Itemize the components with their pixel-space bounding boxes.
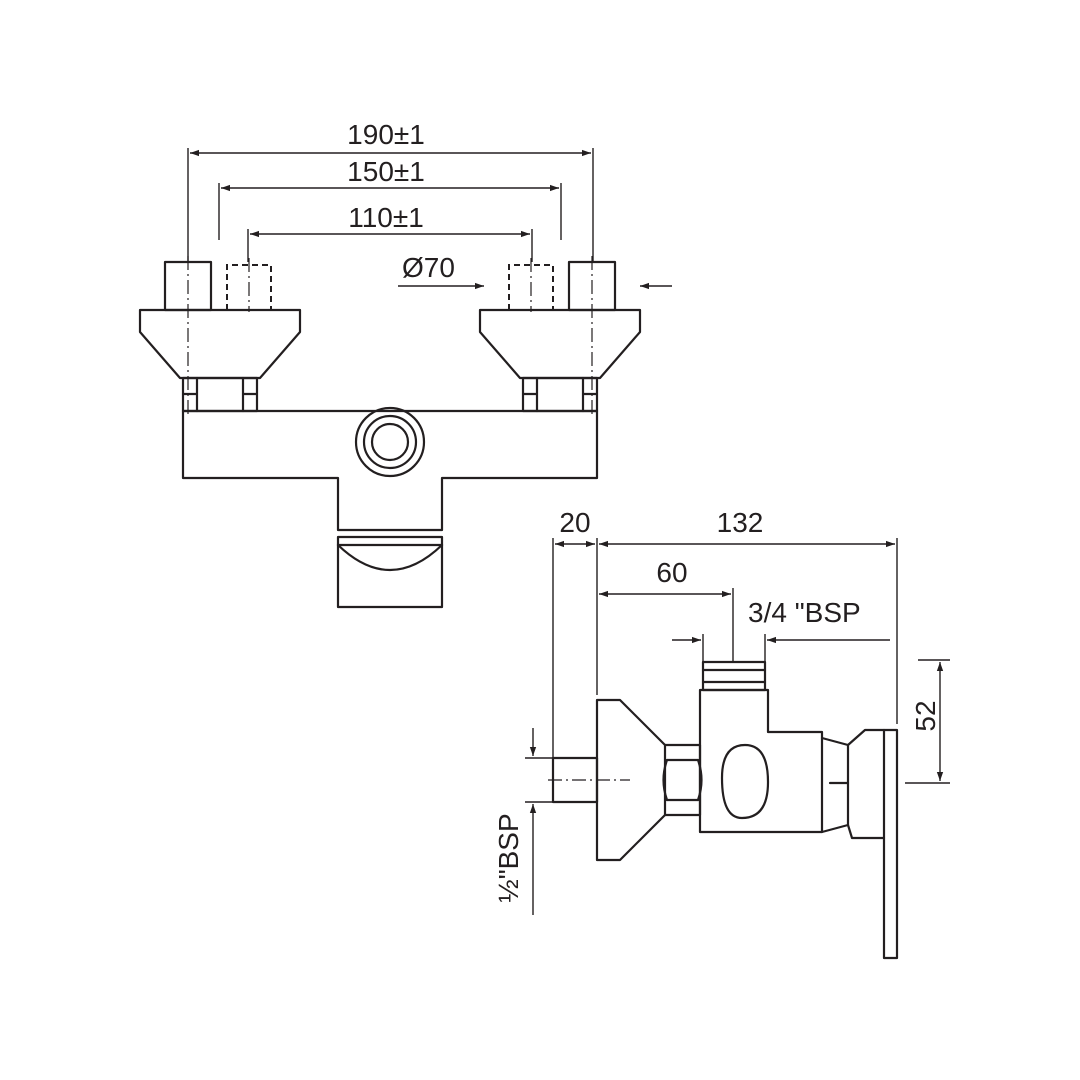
dimension-outlet-offset: 60 bbox=[599, 557, 734, 662]
dimension-label-60: 60 bbox=[656, 557, 687, 588]
side-view: 20 132 60 3/4 "BSP 52 bbox=[493, 507, 950, 960]
dimension-label-inlet-bsp: ½"BSP bbox=[493, 813, 524, 902]
dimension-label-132: 132 bbox=[717, 507, 764, 538]
dimension-overall-depth: 132 bbox=[599, 507, 898, 724]
dimension-label-20: 20 bbox=[559, 507, 590, 538]
side-nut bbox=[662, 743, 703, 817]
dimension-outlet-height: 52 bbox=[905, 659, 950, 784]
dimension-label-diameter: Ø70 bbox=[402, 252, 455, 283]
dimension-flange-diameter: Ø70 bbox=[398, 252, 672, 290]
shower-outlet bbox=[354, 406, 426, 478]
dimension-outlet-thread: 3/4 "BSP bbox=[672, 597, 890, 662]
side-body bbox=[698, 688, 824, 834]
front-view: 190±1 150±1 110±1 Ø70 bbox=[138, 119, 672, 609]
dimension-overall-width: 190±1 bbox=[187, 119, 594, 262]
dimension-label-outlet-bsp: 3/4 "BSP bbox=[748, 597, 861, 628]
dimension-label-150: 150±1 bbox=[347, 156, 425, 187]
dimension-label-52: 52 bbox=[910, 700, 941, 731]
dimension-label-110: 110±1 bbox=[348, 202, 424, 233]
lever-handle bbox=[336, 535, 444, 609]
dimension-inlet-thread: ½"BSP bbox=[493, 728, 553, 915]
left-eccentric-connector bbox=[138, 256, 302, 418]
dimension-outer-centres: 150±1 bbox=[218, 156, 562, 240]
mixer-body bbox=[181, 409, 599, 532]
inlet-pipe bbox=[548, 756, 630, 804]
top-outlet-fitting bbox=[701, 660, 767, 692]
right-eccentric-connector bbox=[478, 256, 642, 418]
dimension-inner-centres: 110±1 bbox=[247, 202, 533, 262]
side-handle bbox=[820, 728, 899, 960]
dimension-label-190: 190±1 bbox=[347, 119, 425, 150]
